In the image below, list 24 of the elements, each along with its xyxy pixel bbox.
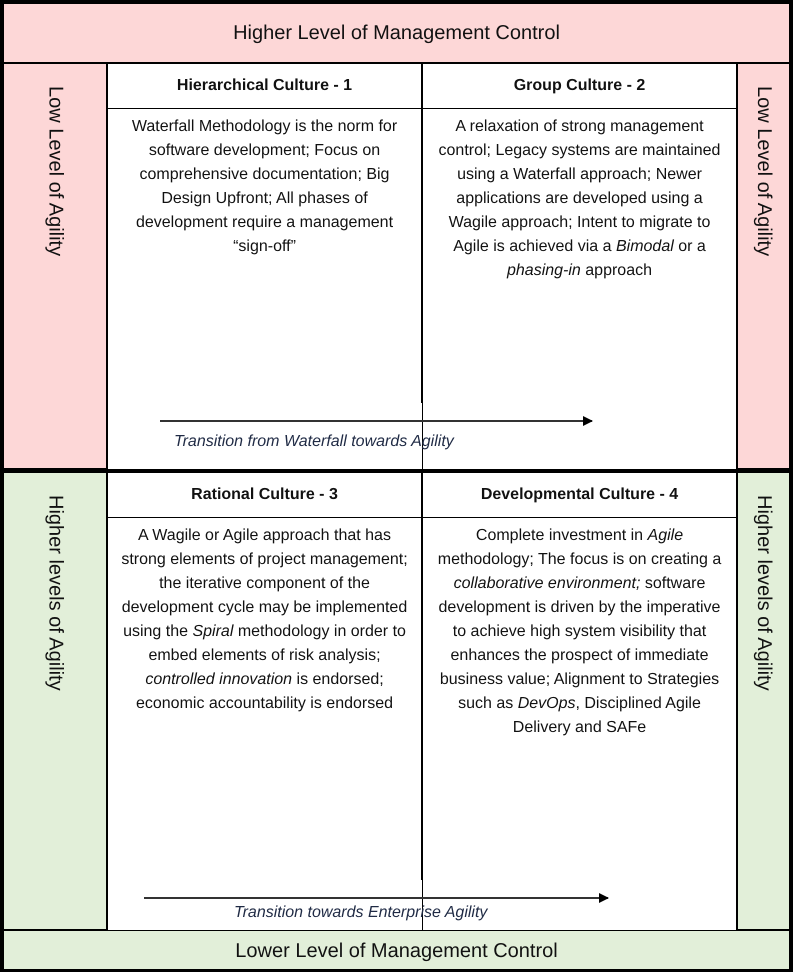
quadrant-panel bbox=[107, 63, 422, 403]
band-label: Higher levels of Agility bbox=[44, 494, 66, 691]
header-band bbox=[3, 930, 790, 969]
axis-band bbox=[737, 472, 790, 930]
axis-band bbox=[3, 472, 107, 930]
band-label: Low Level of Agility bbox=[44, 85, 66, 256]
band-label: Low Level of Agility bbox=[752, 85, 775, 256]
quadrant-description: A relaxation of strong management control; Legacy systems are maintained using a Waterfall approach; Newer applications are developed using a Wagile approach; Intent to migrate to Agile is achieved via a Bimodal or a phasing-in approach bbox=[438, 117, 722, 281]
axis-band bbox=[3, 63, 107, 469]
quadrant-heading: Rational Culture - 3 bbox=[108, 473, 421, 518]
axis-band bbox=[737, 63, 790, 469]
quadrant-heading: Developmental Culture - 4 bbox=[423, 473, 736, 518]
band-label: Lower Level of Management Control bbox=[235, 940, 558, 962]
quadrant-description: Complete investment in Agile methodology; The focus is on creating a collaborative environment; software development is driven by the imperative to achieve high system visibility that enhances the prospect of immediate business value; Alignment to Strategies such as DevOps, Disciplined Agile Delivery and SAFe bbox=[436, 526, 722, 738]
quadrant-description: A Wagile or Agile approach that has strong elements of project management; the iterative component of the development cycle may be implemented using the Spiral methodology in order to embed elements of risk analysis; controlled innovation is endorsed; economic accountability is endorsed bbox=[120, 526, 409, 714]
header-band bbox=[3, 3, 790, 63]
band-label: Higher Level of Management Control bbox=[233, 22, 560, 44]
quadrant-panel bbox=[422, 472, 737, 880]
quadrant-heading: Hierarchical Culture - 1 bbox=[108, 64, 421, 109]
quadrant-panel bbox=[107, 472, 422, 880]
quadrant-description: Waterfall Methodology is the norm for software development; Focus on comprehensive documentation; Big Design Upfront; All phases of development require a management “sign-off” bbox=[130, 117, 398, 257]
quadrant-panel bbox=[422, 63, 737, 403]
band-label: Higher levels of Agility bbox=[752, 494, 775, 691]
quadrant-heading: Group Culture - 2 bbox=[423, 64, 736, 109]
